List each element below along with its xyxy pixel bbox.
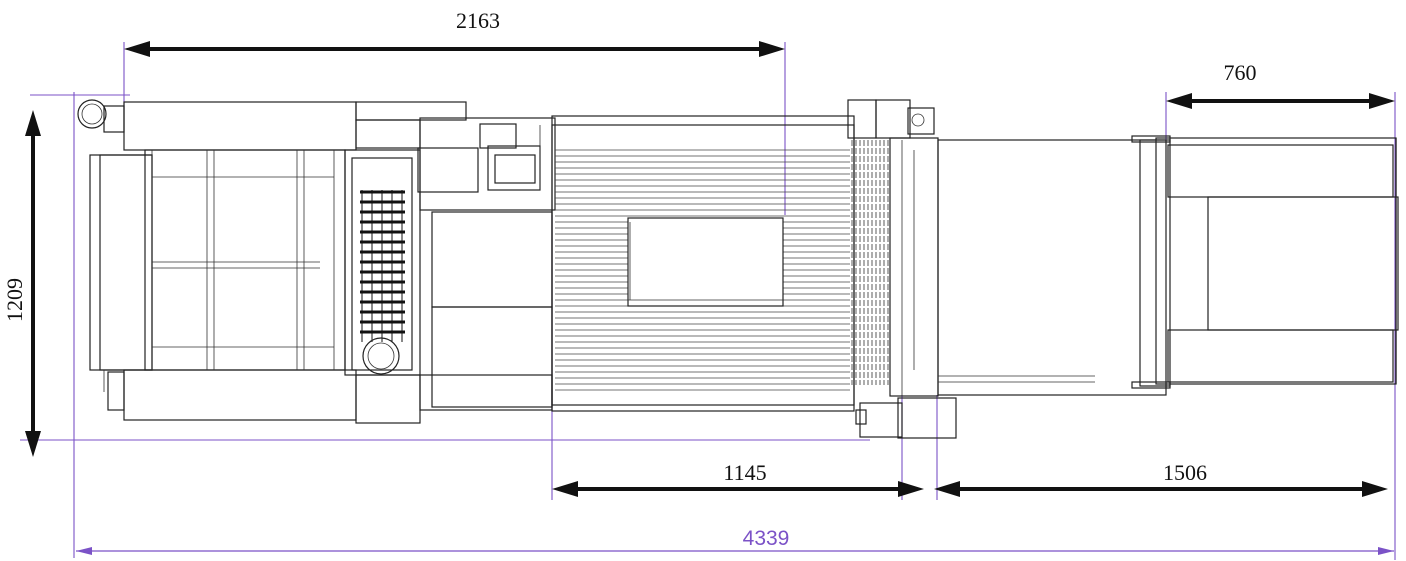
dim-top-right: 760 [1224, 60, 1257, 85]
dimension-lines [25, 41, 1395, 555]
comb-rollers [851, 140, 889, 385]
grate [360, 190, 405, 342]
extension-lines [20, 42, 1396, 560]
machine-body [77, 99, 1399, 439]
dim-height: 1209 [2, 278, 27, 322]
dim-middle-left: 1145 [723, 460, 766, 485]
dim-overall: 4339 [743, 527, 790, 550]
dim-middle-right: 1506 [1163, 460, 1207, 485]
dim-top-length: 2163 [456, 8, 500, 33]
